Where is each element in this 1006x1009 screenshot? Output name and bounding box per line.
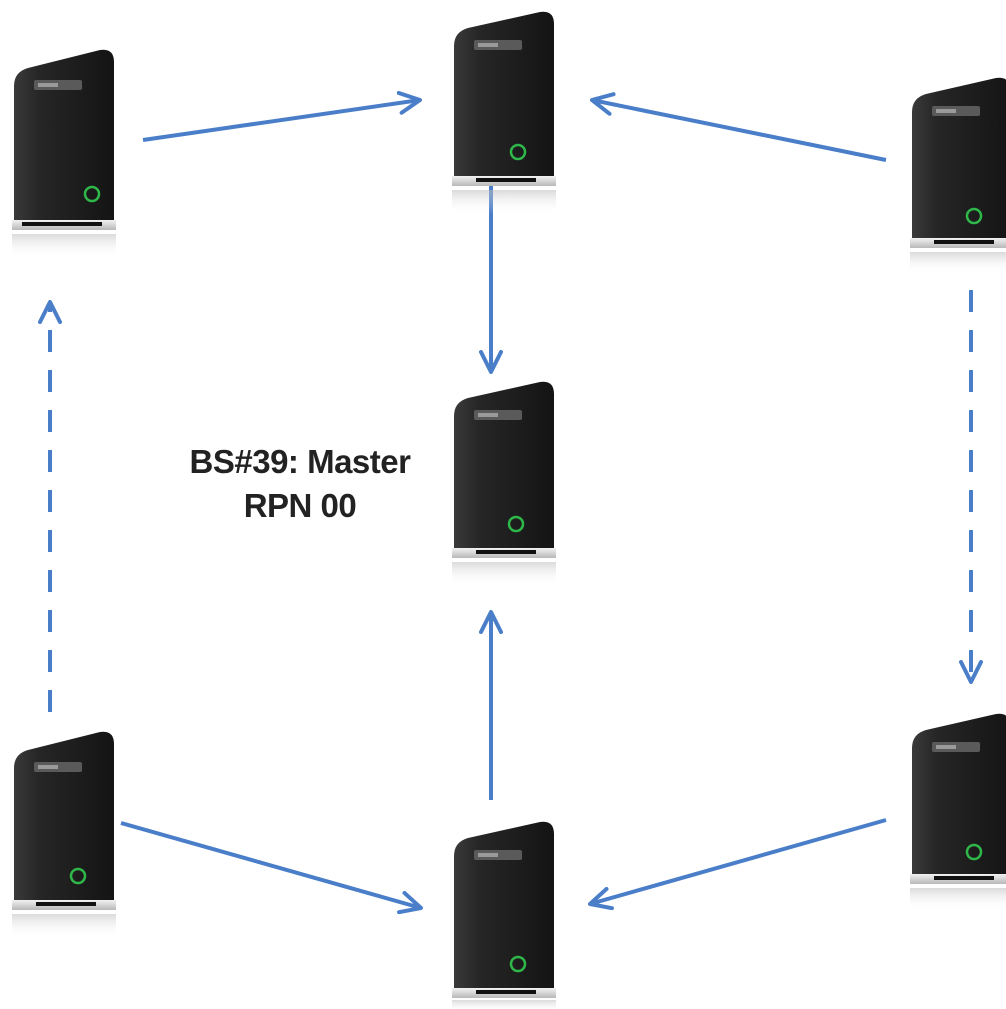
base-stations [12,11,1006,1009]
base-station-top-right [910,77,1006,274]
base-station-bottom-center [452,821,556,1009]
arrow-top-right-to-top-center [590,92,887,162]
arrow-bottom-right-to-bottom-center [588,818,887,911]
arrow-bottom-left-to-bottom-center [120,821,423,915]
base-station-bottom-right [910,713,1006,910]
master-label-line1: BS#39: Master [189,443,411,480]
master-label-line2: RPN 00 [243,487,357,524]
master-station-label: BS#39: Master RPN 00 [150,440,450,528]
base-station-bottom-left [12,731,116,938]
base-station-top-left [12,49,116,258]
base-station-master[interactable] [452,381,556,586]
arrow-top-left-to-top-center [142,90,422,142]
connection-arrows [38,90,983,915]
base-station-top-center [452,11,556,214]
